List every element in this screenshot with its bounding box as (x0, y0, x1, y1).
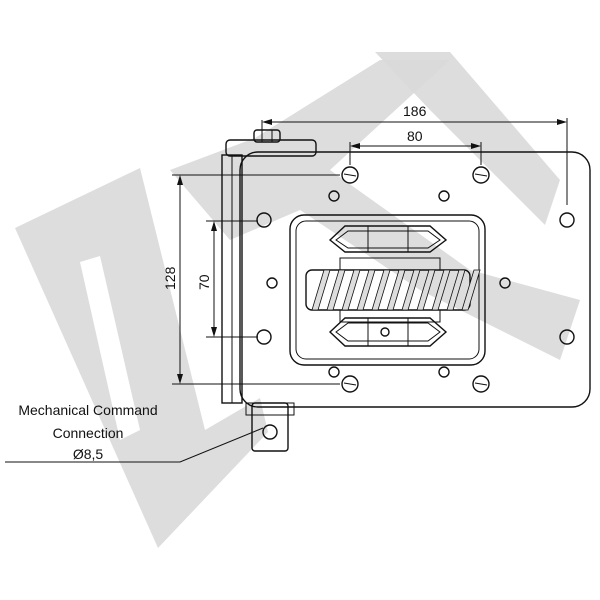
dim-70-label: 70 (196, 274, 212, 290)
screw-slot (343, 173, 357, 177)
screw-hole (472, 375, 490, 393)
dim-128-label: 128 (162, 266, 178, 290)
mounting-hole (559, 212, 575, 228)
mounting-hole (256, 329, 272, 345)
annotation-leader (5, 427, 264, 463)
mounting-hole (328, 366, 340, 378)
worm-thread (341, 269, 361, 311)
mounting-hole (256, 212, 272, 228)
watermark-logo (15, 52, 580, 548)
dimension-80: 80 (349, 128, 482, 165)
worm-thread (431, 269, 451, 311)
mounting-hole (438, 190, 450, 202)
worm-thread (386, 269, 406, 311)
note-line-2: Connection (53, 425, 124, 441)
worm-thread (461, 269, 481, 311)
worm-gear (305, 257, 481, 323)
worm-thread (371, 269, 391, 311)
worm-thread (416, 269, 436, 311)
upper-clamp (328, 225, 448, 253)
lower-clamp (328, 317, 448, 347)
gearbox-window (289, 214, 486, 366)
top-spindle (225, 129, 317, 157)
mounting-hole (328, 190, 340, 202)
screw-hole (472, 166, 490, 184)
worm-thread (326, 269, 346, 311)
note-line-1: Mechanical Command (18, 402, 157, 418)
worm-thread (401, 269, 421, 311)
screw-hole (341, 375, 359, 393)
screw-slot (343, 382, 357, 386)
mechanical-command-note: Mechanical Command Connection Ø8,5 (18, 402, 157, 462)
mounting-hole (499, 277, 511, 289)
worm-thread (356, 269, 376, 311)
side-plate (221, 154, 243, 404)
mechanical-command-connector (245, 402, 295, 452)
worm-thread (311, 269, 331, 311)
screw-slot (474, 173, 488, 177)
note-line-3: Ø8,5 (73, 446, 104, 462)
dimension-186: 186 (261, 103, 568, 205)
dimension-70: 70 (196, 220, 258, 338)
worm-thread (446, 269, 466, 311)
dim-80-label: 80 (407, 128, 423, 144)
screw-hole (341, 166, 359, 184)
mounting-hole (438, 366, 450, 378)
mounting-plate (239, 151, 591, 408)
mounting-hole (266, 277, 278, 289)
mounting-holes (256, 166, 575, 393)
screw-slot (474, 382, 488, 386)
mounting-hole (559, 329, 575, 345)
dim-186-label: 186 (403, 103, 427, 119)
dimension-128: 128 (162, 174, 340, 385)
